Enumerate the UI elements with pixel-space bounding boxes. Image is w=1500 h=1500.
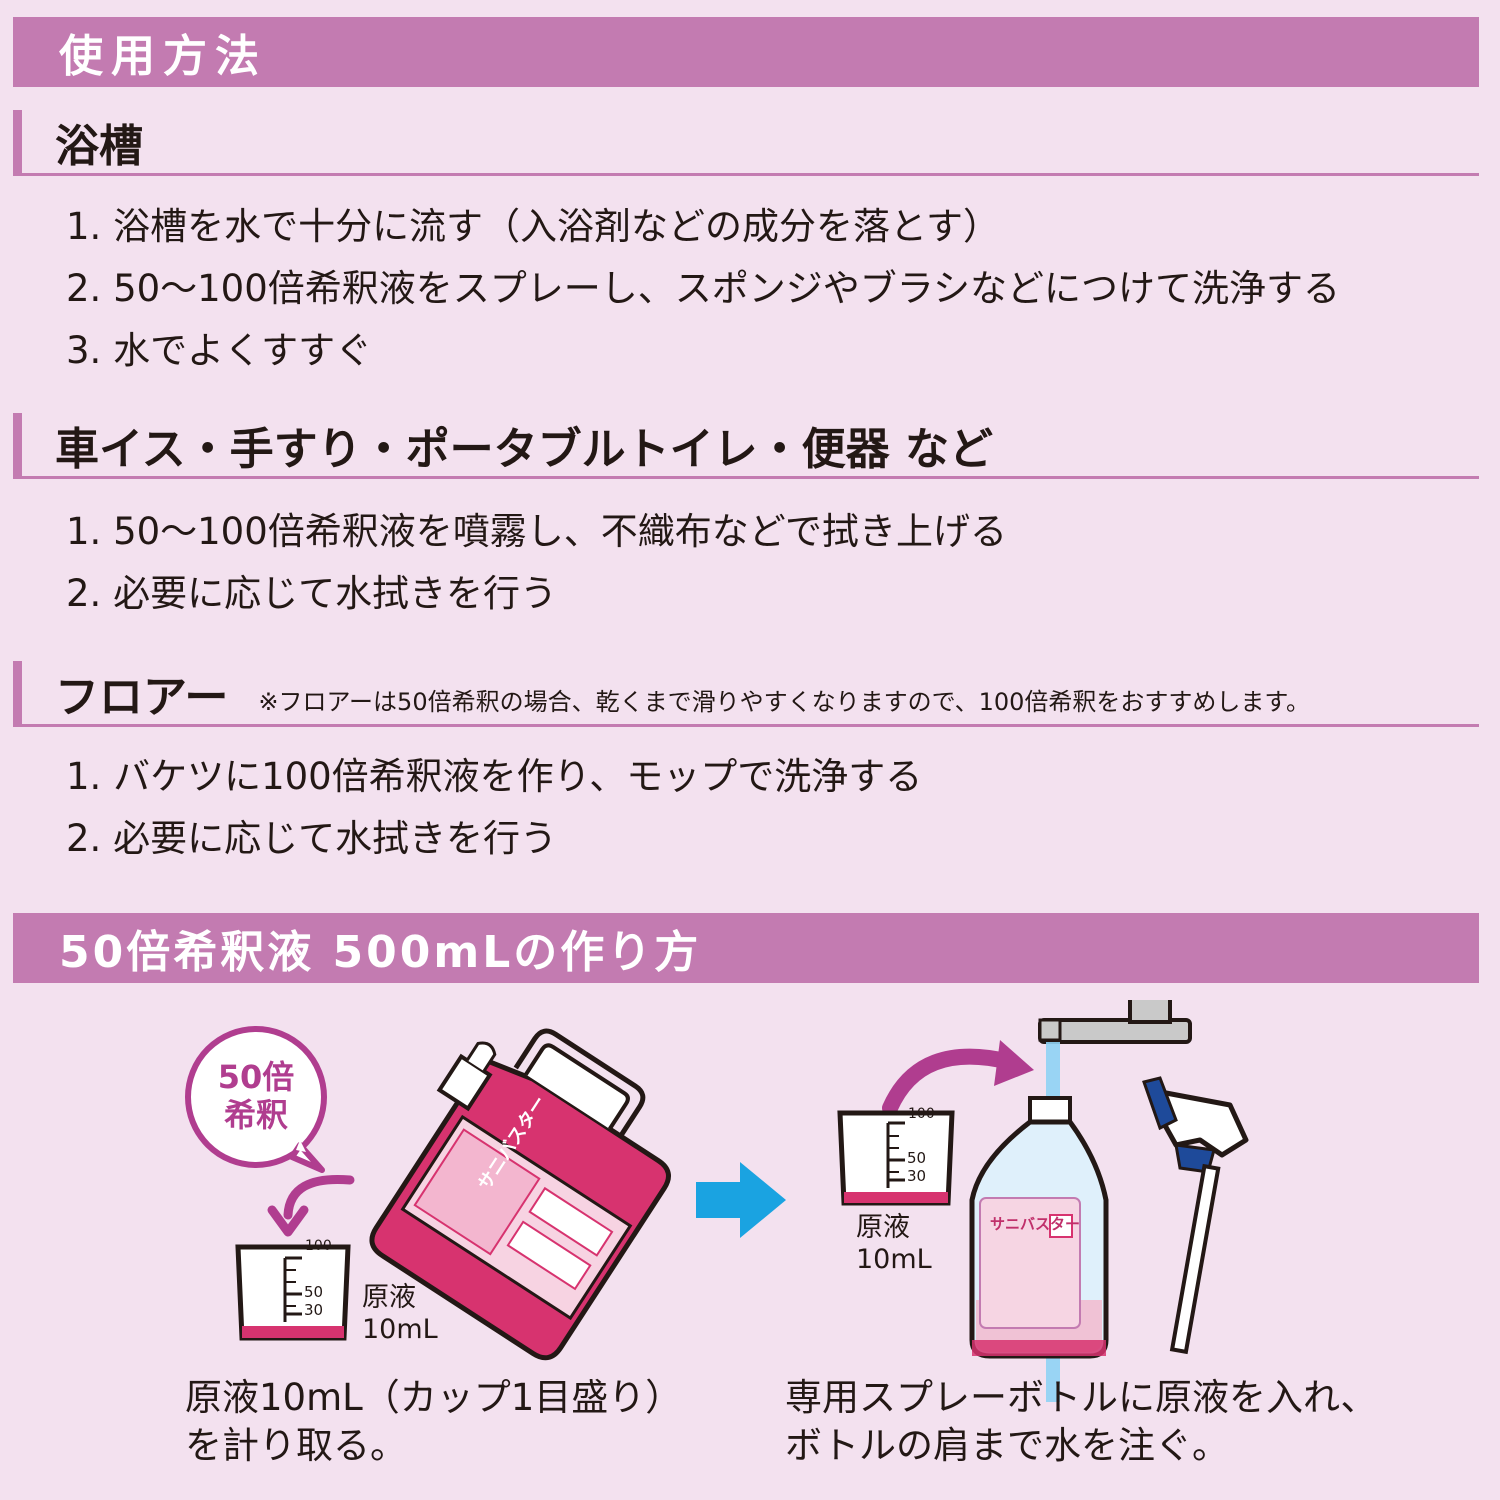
wheelchair-steps: 1. 50～100倍希釈液を噴霧し、不織布などで拭き上げる 2. 必要に応じて水… xyxy=(66,501,1007,625)
usage-header: 使用方法 xyxy=(13,17,1479,87)
recipe-title: 50倍希釈液 500mLの作り方 xyxy=(59,927,702,978)
wheelchair-title: 車イス・手すり・ポータブルトイレ・便器 など xyxy=(55,423,993,475)
caption-left: 原液10mL（カップ1目盛り） を計り取る。 xyxy=(185,1374,682,1470)
measuring-cup-left xyxy=(235,1244,351,1341)
caption-left-line1: 原液10mL（カップ1目盛り） xyxy=(185,1376,683,1419)
dilution-badge: 50倍 希釈 xyxy=(196,1058,316,1134)
curved-arrow-icon xyxy=(882,1040,1034,1116)
bath-title: 浴槽 xyxy=(55,120,143,172)
spray-bottle xyxy=(969,1096,1109,1359)
cup-tick-50: 50 xyxy=(907,1149,927,1167)
list-item: 2. 必要に応じて水拭きを行う xyxy=(66,572,558,615)
caption-right-line2: ボトルの肩まで水を注ぐ。 xyxy=(785,1424,1229,1467)
list-item: 2. 50～100倍希釈液をスプレーし、スポンジやブラシなどにつけて洗浄する xyxy=(66,267,1341,310)
list-item: 1. バケツに100倍希釈液を作り、モップで洗浄する xyxy=(66,755,923,798)
concentrate-label-line1: 原液 xyxy=(856,1212,910,1243)
usage-title: 使用方法 xyxy=(59,31,267,82)
badge-line2: 希釈 xyxy=(223,1096,288,1134)
recipe-header: 50倍希釈液 500mLの作り方 xyxy=(13,913,1479,983)
wheelchair-section-header: 車イス・手すり・ポータブルトイレ・便器 など xyxy=(13,413,1479,479)
measuring-cup-right xyxy=(837,1110,955,1206)
list-item: 1. 50～100倍希釈液を噴霧し、不織布などで拭き上げる xyxy=(66,510,1008,553)
list-item: 2. 必要に応じて水拭きを行う xyxy=(66,817,558,860)
concentrate-label-right: 原液 10mL xyxy=(856,1212,932,1276)
concentrate-label-line1: 原液 xyxy=(362,1282,416,1313)
cup-tick-30: 30 xyxy=(907,1167,927,1185)
cup-tick-30: 30 xyxy=(304,1301,324,1319)
floor-note: ※フロアーは50倍希釈の場合、乾くまで滑りやすくなりますので、100倍希釈をおす… xyxy=(258,688,1311,716)
dilution-badge-bubble xyxy=(185,1026,327,1173)
bath-section-header: 浴槽 xyxy=(13,110,1479,176)
recipe-illustration: 50倍 希釈 100 50 30 100 50 30 原液 10mL 原液 10… xyxy=(0,1000,1500,1500)
list-item: 1. 浴槽を水で十分に流す（入浴剤などの成分を落とす） xyxy=(66,205,1000,248)
caption-right: 専用スプレーボトルに原液を入れ、 ボトルの肩まで水を注ぐ。 xyxy=(785,1374,1377,1470)
product-jug xyxy=(369,1028,671,1361)
caption-right-line1: 専用スプレーボトルに原液を入れ、 xyxy=(785,1376,1378,1419)
sprayer-head xyxy=(1142,1076,1249,1355)
concentrate-label-left: 原液 10mL xyxy=(362,1282,438,1346)
list-item: 3. 水でよくすすぐ xyxy=(66,329,373,372)
caption-left-line2: を計り取る。 xyxy=(185,1424,407,1467)
cup-tick-50: 50 xyxy=(304,1283,324,1301)
cup-tick-100: 100 xyxy=(908,1106,935,1122)
bath-steps: 1. 浴槽を水で十分に流す（入浴剤などの成分を落とす） 2. 50～100倍希釈… xyxy=(66,196,1340,382)
curved-arrow-icon xyxy=(267,1174,355,1237)
cup-tick-100: 100 xyxy=(305,1238,332,1254)
badge-line1: 50倍 xyxy=(217,1058,295,1096)
concentrate-label-line2: 10mL xyxy=(362,1314,438,1345)
next-step-arrow-icon xyxy=(696,1162,786,1238)
floor-section-header: フロアー ※フロアーは50倍希釈の場合、乾くまで滑りやすくなりますので、100倍… xyxy=(13,661,1479,727)
floor-steps: 1. バケツに100倍希釈液を作り、モップで洗浄する 2. 必要に応じて水拭きを… xyxy=(66,746,922,870)
floor-title: フロアー xyxy=(55,671,229,723)
illustration-drawing xyxy=(185,1000,1249,1402)
concentrate-label-line2: 10mL xyxy=(856,1244,932,1275)
bottle-product-name: サニバスター xyxy=(990,1215,1081,1233)
